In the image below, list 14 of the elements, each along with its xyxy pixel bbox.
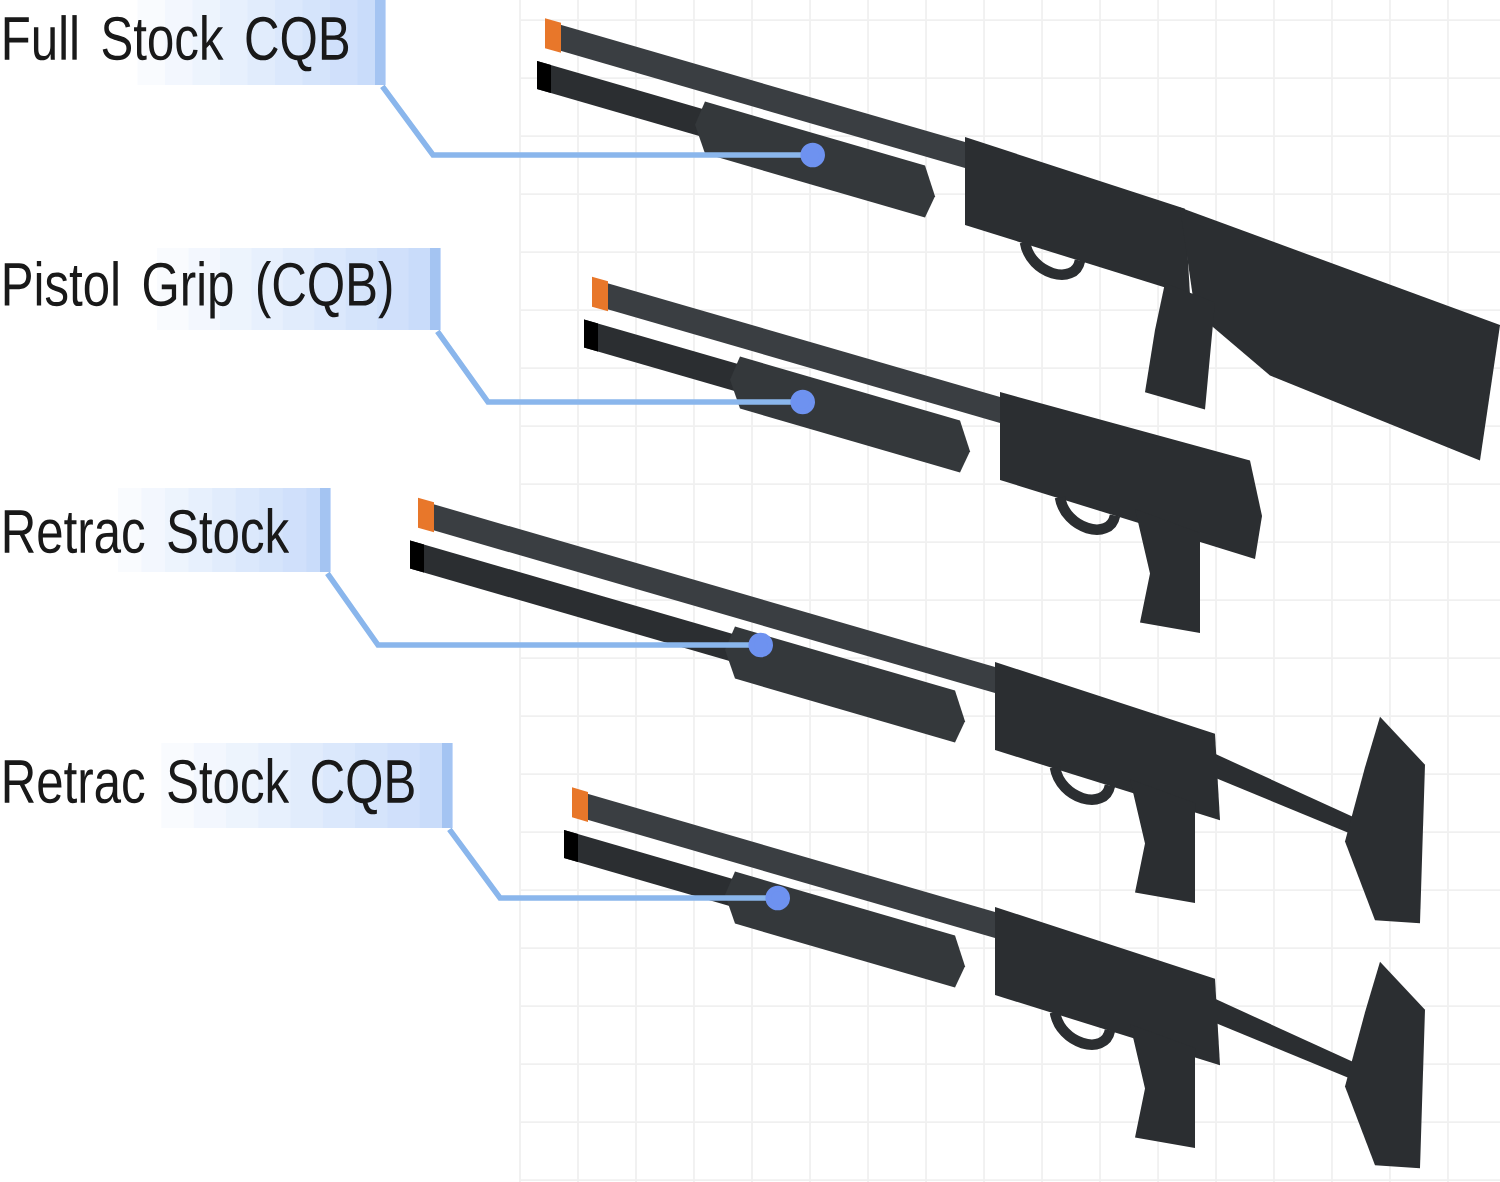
leader-line	[380, 84, 825, 168]
label-box: Pistol Grip (CQB)	[0, 248, 441, 330]
shotgun-drawing	[564, 787, 1425, 1169]
leader-line	[325, 571, 773, 658]
node-label: Retrac Stock	[4, 508, 290, 554]
label-box: Retrac Stock	[0, 488, 331, 572]
shotgun-drawing	[537, 18, 1500, 461]
leader-line	[435, 329, 815, 415]
node-label: Full Stock CQB	[4, 15, 349, 72]
label-box: Retrac Stock CQB	[0, 743, 453, 828]
node-label: Pistol Grip (CQB)	[4, 261, 392, 319]
label-box: Full Stock CQB	[0, 0, 386, 85]
node-label: Retrac Stock CQB	[4, 758, 414, 815]
leader-line	[447, 827, 790, 911]
